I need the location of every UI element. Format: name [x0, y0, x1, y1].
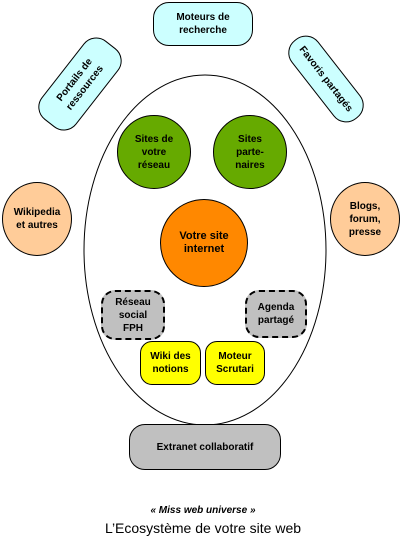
- node-wikipedia-et-autres: Wikipedia et autres: [2, 182, 72, 256]
- node-votre-site-internet: Votre site internet: [160, 199, 248, 287]
- node-wiki-des-notions: Wiki des notions: [140, 341, 201, 385]
- node-blogs-forum-presse: Blogs, forum, presse: [330, 182, 400, 256]
- node-sites-de-votre-reseau: Sites de votre réseau: [117, 115, 191, 189]
- node-moteurs-de-recherche: Moteurs de recherche: [153, 2, 253, 46]
- node-reseau-social-fph: Réseau social FPH: [101, 290, 165, 340]
- node-sites-partenaires: Sites parte- naires: [213, 115, 287, 189]
- node-moteur-scrutari: Moteur Scrutari: [205, 341, 265, 385]
- node-extranet-collaboratif: Extranet collaboratif: [129, 424, 281, 470]
- caption-title: L’Ecosystème de votre site web: [104, 520, 302, 536]
- caption-miss-web-universe: « Miss web universe »: [150, 505, 256, 516]
- node-agenda-partage: Agenda partagé: [245, 290, 307, 338]
